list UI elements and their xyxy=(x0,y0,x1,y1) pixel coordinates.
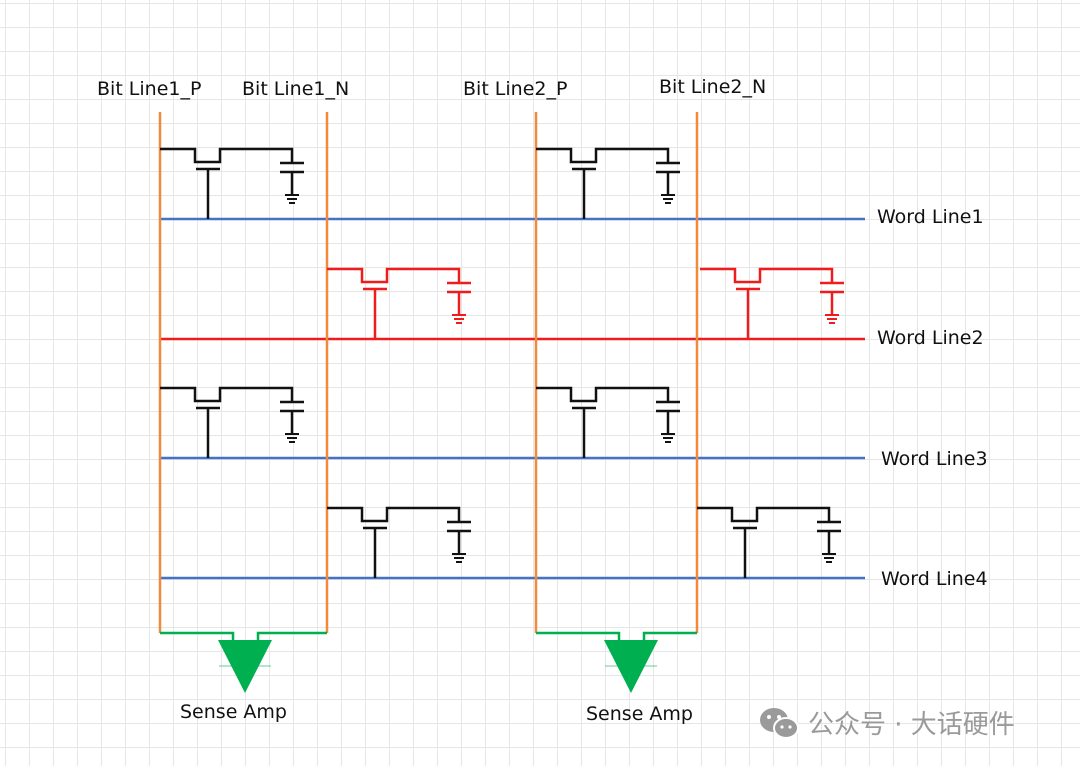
word-line1-label: Word Line1 xyxy=(877,206,984,228)
sense-amp-input xyxy=(256,631,327,640)
sense-amp-1 xyxy=(160,631,327,693)
watermark-text: 公众号 · 大话硬件 xyxy=(808,710,1015,740)
memory-cell xyxy=(697,506,841,578)
word-line3-label: Word Line3 xyxy=(881,448,988,470)
access-transistor-channel xyxy=(536,147,670,164)
access-transistor-channel xyxy=(160,147,294,164)
bit-line2-p-label: Bit Line2_P xyxy=(463,78,568,100)
access-transistor-channel xyxy=(700,267,834,284)
sense-amp2-label: Sense Amp xyxy=(586,703,693,725)
sense-amp-input xyxy=(160,631,235,640)
memory-cell xyxy=(700,267,844,339)
memory-cell xyxy=(536,147,680,219)
word-line2-label: Word Line2 xyxy=(877,327,984,349)
sense-amp-input xyxy=(536,631,621,640)
sense-amp1-label: Sense Amp xyxy=(180,701,287,723)
access-transistor-channel xyxy=(327,267,461,284)
memory-cell xyxy=(327,506,471,578)
wechat-icon xyxy=(760,707,799,739)
memory-cell xyxy=(160,147,304,219)
bit-line1-n-label: Bit Line1_N xyxy=(242,78,350,100)
access-transistor-channel xyxy=(160,386,294,403)
watermark: 公众号 · 大话硬件 xyxy=(758,704,1015,741)
bit-line1-p-label: Bit Line1_P xyxy=(97,78,202,100)
access-transistor-channel xyxy=(536,386,670,403)
sense-amp-2 xyxy=(536,631,697,693)
access-transistor-channel xyxy=(327,506,461,523)
memory-cell xyxy=(327,267,471,339)
memory-cell xyxy=(160,386,304,458)
memory-cell xyxy=(536,386,680,458)
sense-amp-input xyxy=(642,631,697,640)
access-transistor-channel xyxy=(697,506,831,523)
word-line4-label: Word Line4 xyxy=(881,568,988,590)
bit-line2-n-label: Bit Line2_N xyxy=(659,76,767,98)
